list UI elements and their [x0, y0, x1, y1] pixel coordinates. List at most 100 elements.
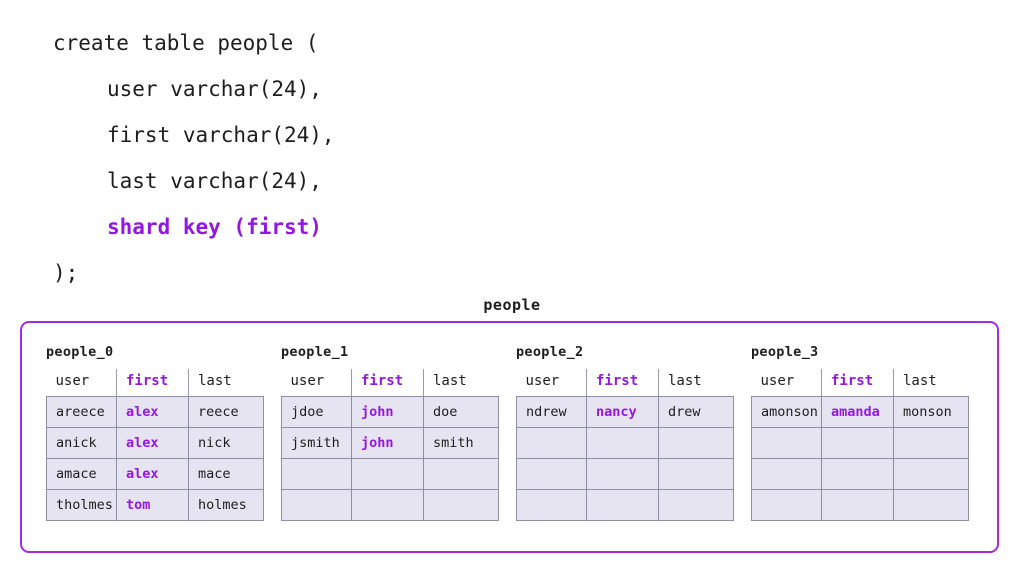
code-line-5: ); [53, 261, 79, 285]
cell-first: john [351, 427, 424, 459]
cell-first: amanda [821, 396, 894, 428]
shard-people-2: people_2 user first last ndrew nancy dre… [516, 344, 734, 521]
code-line-shard-key: shard key (first) [107, 215, 322, 239]
column-header-first: first [821, 369, 894, 397]
cell-first: tom [116, 489, 189, 521]
table-row-empty [751, 489, 969, 521]
shard-name-3: people_3 [751, 344, 819, 360]
table-row: anick alex nick [46, 427, 264, 459]
cell-first [821, 427, 894, 459]
cell-last: doe [423, 396, 499, 428]
cell-first [586, 427, 659, 459]
table-row: amonson amanda monson [751, 396, 969, 428]
column-header-last: last [903, 373, 937, 389]
column-header-user: user [751, 369, 822, 397]
cell-user [751, 489, 822, 521]
shard-people-1: people_1 user first last jdoe john doe [281, 344, 499, 521]
cell-user: amonson [751, 396, 822, 428]
shard-name-1: people_1 [281, 344, 349, 360]
cell-user [516, 427, 587, 459]
cell-last [893, 427, 969, 459]
table-row-empty [751, 427, 969, 459]
cell-user [281, 458, 352, 490]
diagram-title: people [483, 296, 541, 314]
table-row: areece alex reece [46, 396, 264, 428]
cell-first [586, 489, 659, 521]
cell-last [893, 489, 969, 521]
cell-user: tholmes [46, 489, 117, 521]
column-header-first: first [351, 369, 424, 397]
column-header-user: user [46, 369, 117, 397]
column-header-user: user [281, 369, 352, 397]
cell-last: smith [423, 427, 499, 459]
cell-first [351, 489, 424, 521]
cell-first: john [351, 396, 424, 428]
table-header-row: user first last [46, 369, 264, 397]
cell-first: nancy [586, 396, 659, 428]
table-header-row: user first last [281, 369, 499, 397]
shard-name-0: people_0 [46, 344, 114, 360]
cell-user [751, 427, 822, 459]
cell-last: mace [188, 458, 264, 490]
table-row: ndrew nancy drew [516, 396, 734, 428]
table-row: tholmes tom holmes [46, 489, 264, 521]
cell-first [821, 489, 894, 521]
cell-user: anick [46, 427, 117, 459]
column-header-last: last [433, 373, 467, 389]
table-row-empty [516, 427, 734, 459]
cell-user: areece [46, 396, 117, 428]
shard-people-3: people_3 user first last amonson amanda … [751, 344, 969, 521]
column-header-last: last [198, 373, 232, 389]
table-row-empty [281, 489, 499, 521]
cell-last [423, 458, 499, 490]
cell-last [423, 489, 499, 521]
cell-last: nick [188, 427, 264, 459]
cell-last [658, 458, 734, 490]
table-row: amace alex mace [46, 458, 264, 490]
table-row-empty [516, 489, 734, 521]
shard-table-1: user first last jdoe john doe jsmith joh… [281, 369, 499, 521]
table-row-empty [516, 458, 734, 490]
column-header-first: first [116, 369, 189, 397]
shard-name-2: people_2 [516, 344, 584, 360]
cell-last: reece [188, 396, 264, 428]
table-header-row: user first last [516, 369, 734, 397]
cell-user: jdoe [281, 396, 352, 428]
cell-user: jsmith [281, 427, 352, 459]
code-line-2: first varchar(24), [107, 123, 335, 147]
shard-table-2: user first last ndrew nancy drew [516, 369, 734, 521]
cell-first [351, 458, 424, 490]
cell-user [281, 489, 352, 521]
table-row-empty [751, 458, 969, 490]
cell-last: holmes [188, 489, 264, 521]
shard-people-0: people_0 user first last areece alex ree… [46, 344, 264, 521]
cell-last: monson [893, 396, 969, 428]
table-row-empty [281, 458, 499, 490]
cell-first [821, 458, 894, 490]
cell-last [893, 458, 969, 490]
cell-last: drew [658, 396, 734, 428]
code-line-3: last varchar(24), [107, 169, 322, 193]
cell-first [586, 458, 659, 490]
column-header-user: user [516, 369, 587, 397]
table-row: jdoe john doe [281, 396, 499, 428]
cell-first: alex [116, 427, 189, 459]
table-row: jsmith john smith [281, 427, 499, 459]
shards-row: people_0 user first last areece alex ree… [46, 344, 969, 521]
shard-container: people_0 user first last areece alex ree… [20, 321, 999, 553]
cell-user [516, 489, 587, 521]
cell-user [516, 458, 587, 490]
sql-code-block: create table people ( user varchar(24), … [53, 20, 653, 296]
shard-table-0: user first last areece alex reece anick … [46, 369, 264, 521]
cell-last [658, 427, 734, 459]
shard-table-3: user first last amonson amanda monson [751, 369, 969, 521]
code-line-1: user varchar(24), [107, 77, 322, 101]
column-header-last: last [668, 373, 702, 389]
cell-user [751, 458, 822, 490]
cell-user: amace [46, 458, 117, 490]
cell-first: alex [116, 458, 189, 490]
table-header-row: user first last [751, 369, 969, 397]
cell-user: ndrew [516, 396, 587, 428]
column-header-first: first [586, 369, 659, 397]
code-line-0: create table people ( [53, 31, 319, 55]
